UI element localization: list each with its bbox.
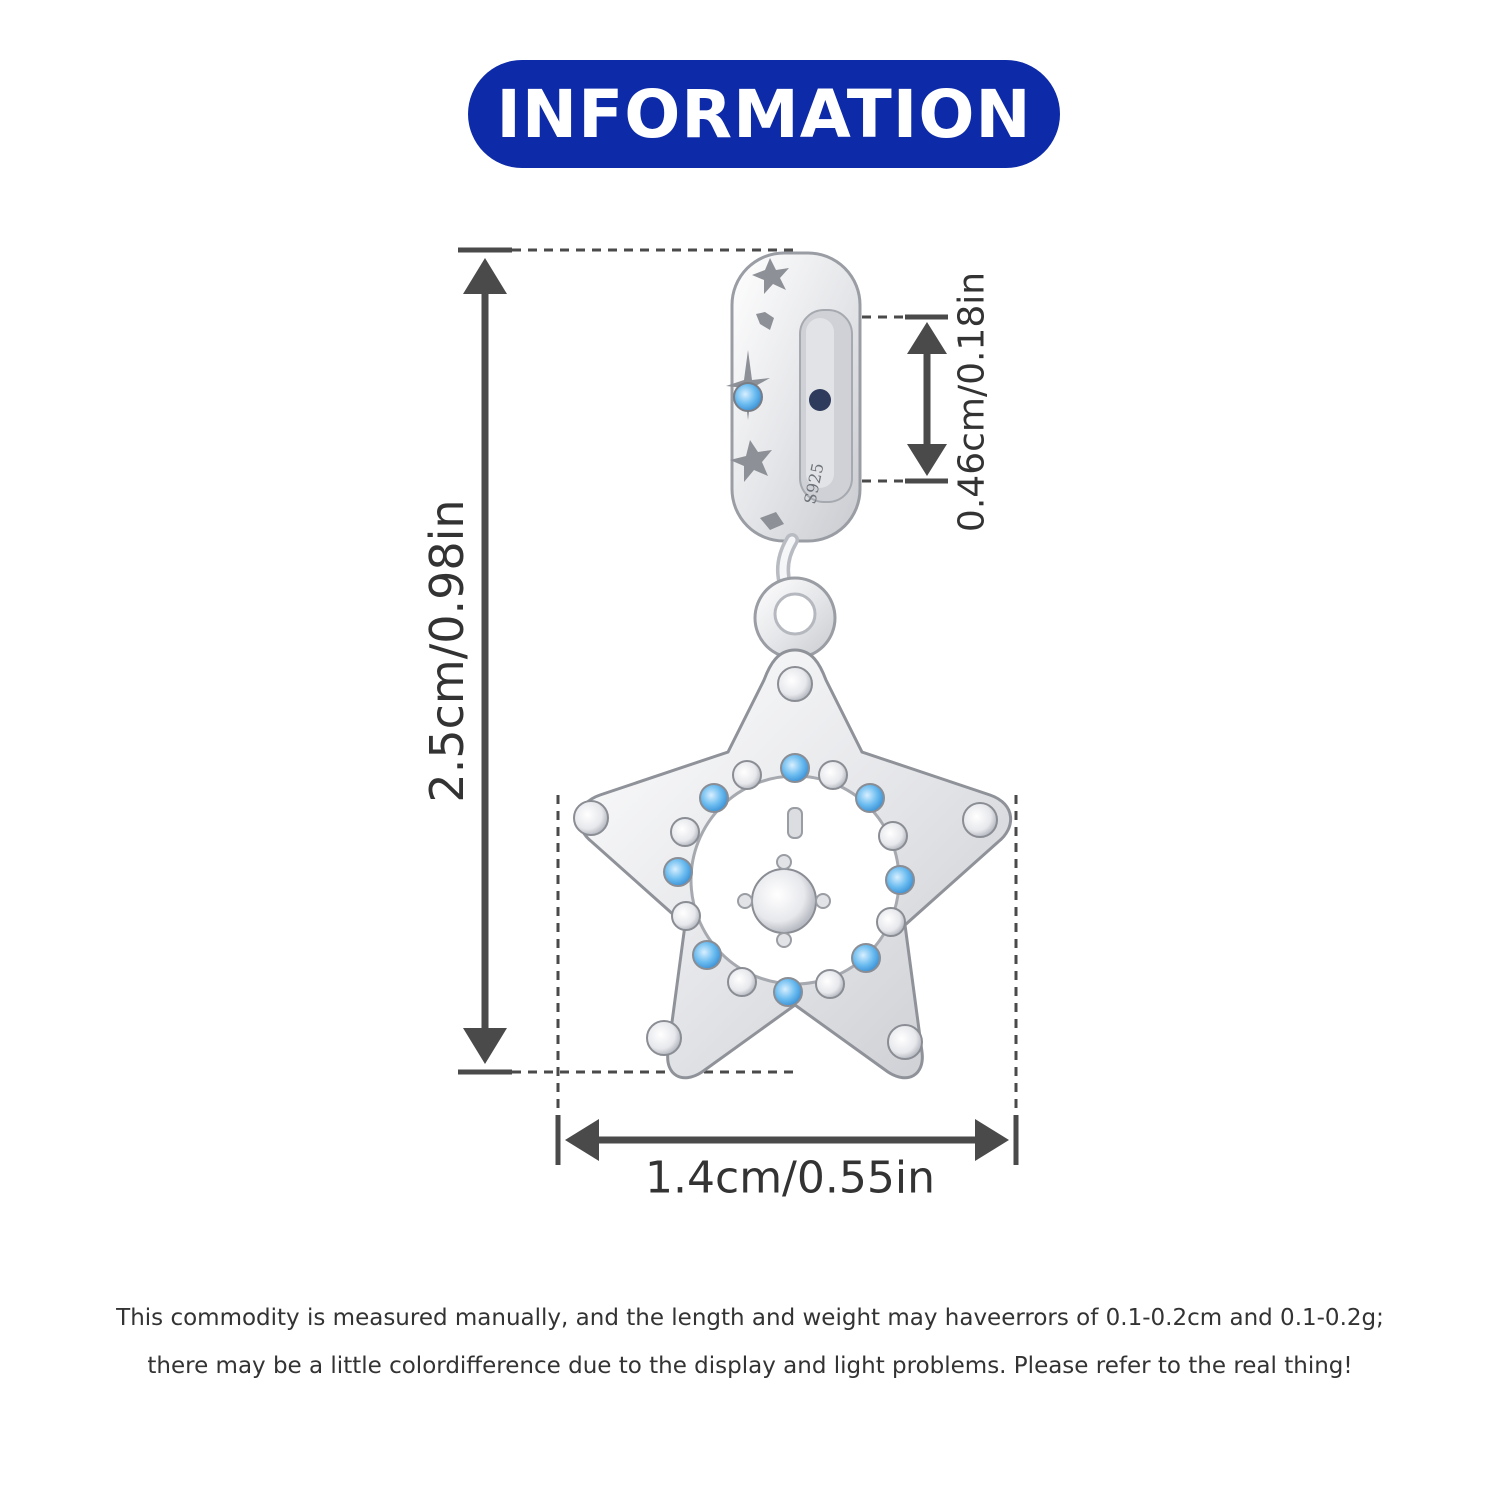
width-dimension [555, 795, 1019, 1165]
title-banner: INFORMATION [468, 60, 1060, 168]
disclaimer-note: This commodity is measured manually, and… [100, 1294, 1400, 1390]
height-arrow-up [463, 258, 507, 294]
disclaimer-line-1: This commodity is measured manually, and… [116, 1305, 1384, 1331]
bail-star-icon [730, 440, 772, 482]
hole-size-label: 0.46cm/0.18in [951, 271, 993, 533]
star-charm [573, 648, 1013, 1080]
bail-star-icon [760, 512, 784, 530]
tip-stones [573, 666, 998, 1060]
hole-arrow-up [907, 322, 947, 354]
width-arrow-right [975, 1119, 1009, 1161]
height-dimension [458, 247, 795, 1075]
charm-bail: S925 [726, 251, 862, 543]
bail-blue-dot [809, 389, 831, 411]
width-label: 1.4cm/0.55in [645, 1152, 935, 1204]
hole-dimension [830, 314, 948, 484]
height-label: 2.5cm/0.98in [420, 499, 474, 803]
stone-ring [663, 753, 915, 1007]
disclaimer-line-2: there may be a little colordifference du… [147, 1353, 1353, 1379]
width-arrow-left [565, 1119, 599, 1161]
hole-arrow-down [907, 444, 947, 476]
page-title: INFORMATION [496, 75, 1032, 153]
charm-connector [753, 533, 837, 660]
bail-star-icon [756, 312, 774, 330]
bail-blue-gem [733, 382, 763, 412]
height-arrow-down [463, 1028, 507, 1064]
center-dangle-stone [737, 807, 831, 948]
bail-star-icon [752, 258, 789, 294]
